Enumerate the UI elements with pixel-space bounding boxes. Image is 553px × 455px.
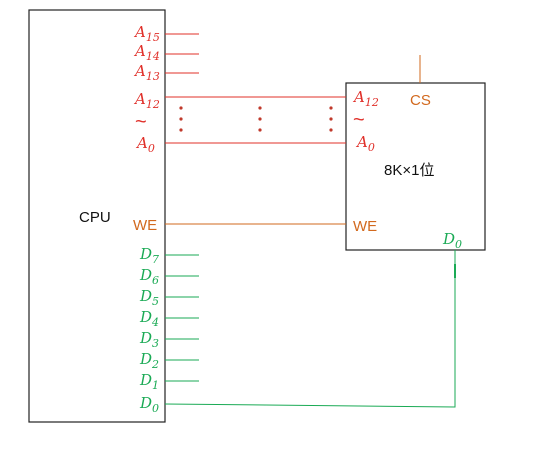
cpu-address-high-pins: A15 A14 A13: [133, 23, 199, 83]
cpu-pin-d6: D6: [139, 266, 159, 287]
chip-address-tilde: ~: [353, 109, 365, 131]
cpu-pin-a0: A0: [135, 134, 155, 155]
chip-pin-cs: CS: [410, 92, 431, 109]
cpu-pin-d5: D5: [139, 287, 159, 308]
cpu-address-tilde: ~: [135, 111, 147, 133]
data-wire-d0: [164, 250, 456, 408]
cpu-pin-a13: A13: [133, 62, 160, 83]
cpu-data-pins: D7 D6 D5 D4 D3 D2 D1 D0: [139, 245, 199, 415]
cpu-block: [28, 9, 166, 423]
address-ellipsis-dots: [179, 106, 333, 132]
cpu-label: CPU: [79, 209, 111, 226]
chip-pin-we: WE: [353, 218, 377, 235]
cpu-pin-d1: D1: [139, 371, 159, 392]
chip-pin-a0: A0: [355, 133, 375, 154]
cpu-pin-d0: D0: [139, 394, 159, 415]
cpu-pin-d3: D3: [139, 329, 159, 350]
cpu-pin-a15: A15: [133, 23, 160, 44]
chip-pin-a12: A12: [352, 88, 379, 109]
cpu-pin-a12: A12: [133, 90, 160, 111]
cpu-pin-d2: D2: [139, 350, 159, 371]
memory-chip-block: [345, 82, 486, 251]
cpu-address-bus-pins: A12 ~ A0: [133, 90, 160, 155]
cpu-pin-we: WE: [133, 217, 157, 234]
cpu-pin-d7: D7: [139, 245, 159, 266]
cpu-pin-d4: D4: [139, 308, 159, 329]
memory-chip-label: 8K×1位: [384, 162, 434, 179]
chip-pin-d0: D0: [442, 230, 462, 251]
cpu-pin-a14: A14: [133, 42, 160, 63]
chip-address-pins: A12 ~ A0: [352, 88, 379, 154]
